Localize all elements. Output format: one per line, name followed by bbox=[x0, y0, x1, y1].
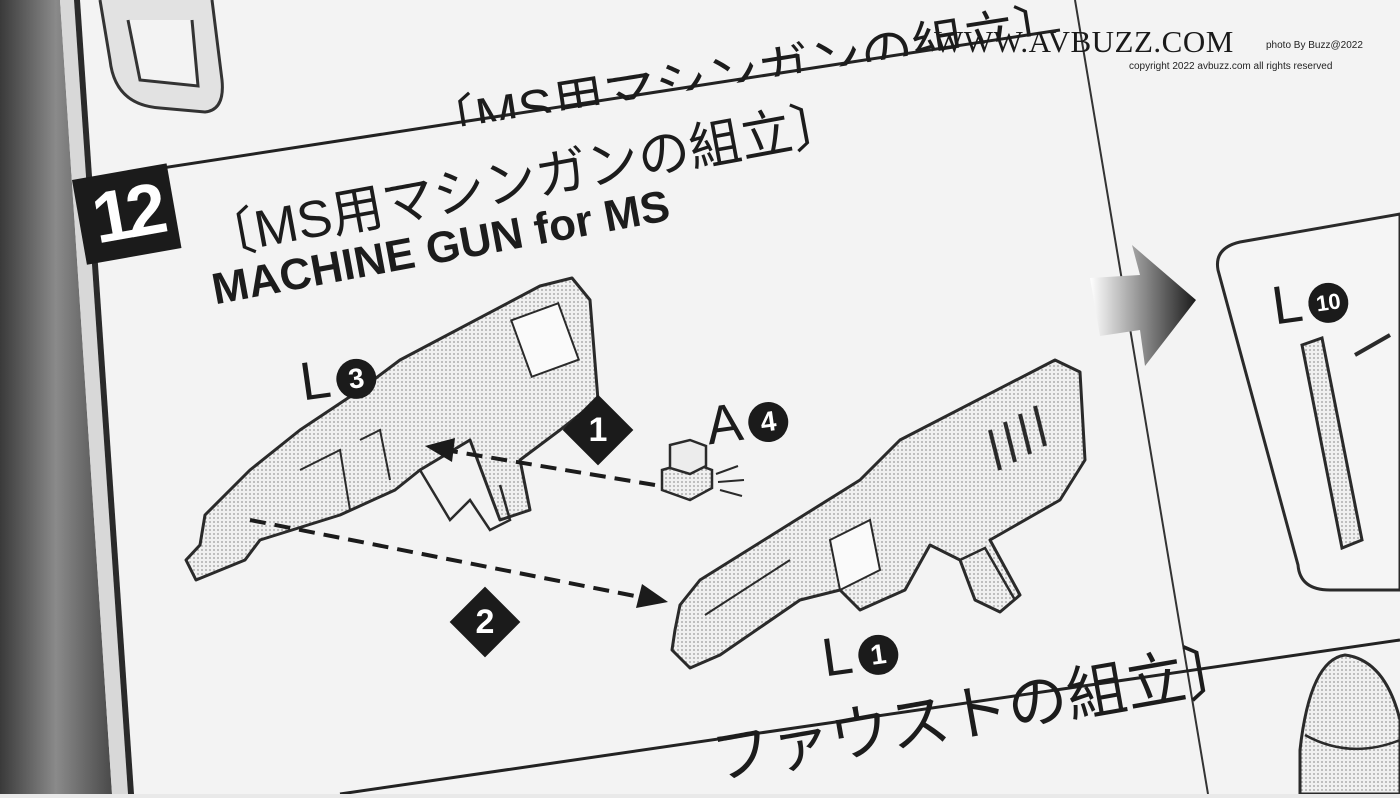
arrow-step-2 bbox=[249, 518, 641, 599]
arrow-step-1 bbox=[444, 448, 656, 487]
watermark-copyright: copyright 2022 avbuzz.com all rights res… bbox=[1129, 61, 1333, 72]
pin-part bbox=[660, 438, 745, 502]
gun-upper-half bbox=[184, 276, 600, 582]
left-frame bbox=[0, 0, 112, 794]
step-number-badge: 12 bbox=[72, 163, 182, 265]
gun-lower-half bbox=[670, 358, 1087, 670]
watermark-photo-credit: photo By Buzz@2022 bbox=[1266, 40, 1363, 51]
rod-part bbox=[1300, 336, 1364, 551]
next-panel-arrow bbox=[1090, 245, 1196, 366]
watermark-site: WWW.AVBUZZ.COM bbox=[934, 24, 1234, 59]
cone-part bbox=[1298, 653, 1400, 794]
